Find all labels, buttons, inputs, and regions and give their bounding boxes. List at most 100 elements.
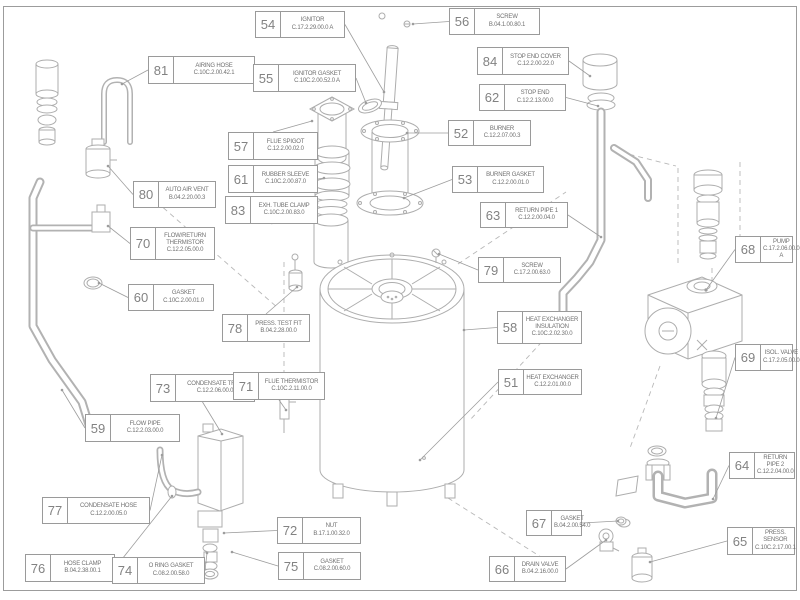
part-name: GASKET bbox=[171, 290, 196, 297]
part-name: STOP END COVER bbox=[510, 53, 561, 60]
leader-dot-53 bbox=[402, 196, 406, 200]
leader-dot-52 bbox=[405, 131, 409, 135]
leader-dot-67 bbox=[616, 519, 620, 523]
leader-dot-56 bbox=[411, 22, 415, 26]
leader-dot-81 bbox=[120, 82, 124, 86]
part-code: C.10C.2.00.52.0 A bbox=[294, 78, 340, 84]
leader-line-65 bbox=[649, 540, 728, 563]
part-code: C.10C.2.00.01.0 bbox=[163, 297, 204, 304]
part-code: C.12.2.07.00.3 bbox=[483, 133, 521, 139]
part-name: PRESS. TEST FIT bbox=[255, 320, 302, 327]
part-number: 61 bbox=[229, 166, 254, 192]
leader-line-69 bbox=[715, 357, 736, 419]
part-name: IGNITOR bbox=[300, 17, 325, 24]
part-number: 81 bbox=[149, 57, 174, 83]
leader-dot-55 bbox=[364, 101, 368, 105]
part-number: 56 bbox=[450, 9, 475, 34]
leader-dot-74 bbox=[205, 551, 209, 555]
part-code: B.17.1.00.32.0 bbox=[313, 530, 350, 537]
part-code: C.10C.2.02.30.0 bbox=[531, 331, 573, 338]
leader-line-73 bbox=[202, 401, 223, 435]
return-pipe-2 bbox=[615, 445, 718, 528]
part-number: 60 bbox=[129, 285, 154, 310]
part-name: RUBBER SLEEVE bbox=[261, 171, 310, 178]
leader-dot-73 bbox=[220, 432, 224, 436]
screw-79 bbox=[431, 248, 441, 263]
part-code: C.12.2.00.04.0 bbox=[518, 215, 555, 221]
pressure-sensor bbox=[631, 547, 653, 583]
part-name: CONDENSATE TRAP bbox=[187, 380, 243, 387]
part-name: GASKET bbox=[320, 558, 344, 565]
part-number: 72 bbox=[278, 518, 303, 543]
isolation-valve-lower bbox=[701, 350, 727, 432]
leader-line-79 bbox=[438, 253, 479, 271]
part-name: SCREW bbox=[496, 14, 518, 21]
leader-dot-66 bbox=[604, 538, 608, 542]
press-test-fit bbox=[288, 253, 303, 292]
leader-line-62 bbox=[565, 97, 599, 107]
part-number: 76 bbox=[26, 555, 51, 581]
leader-line-84 bbox=[568, 60, 591, 77]
leader-dot-77 bbox=[160, 453, 164, 457]
isolation-valve-upper bbox=[693, 169, 723, 260]
leader-line-51 bbox=[419, 381, 499, 461]
leader-line-63 bbox=[567, 214, 602, 238]
leader-line-53 bbox=[403, 179, 453, 199]
part-name: HEAT EXCHANGER bbox=[526, 374, 579, 381]
leader-line-57 bbox=[272, 120, 313, 133]
leader-dot-69 bbox=[714, 416, 718, 420]
leader-dot-54 bbox=[382, 90, 386, 94]
part-code: B.04.2.28.00.0 bbox=[260, 328, 297, 334]
part-code: C.10C.2.17.00.1 bbox=[755, 544, 796, 551]
leader-line-77 bbox=[149, 454, 163, 511]
leader-line-55 bbox=[355, 77, 367, 104]
leader-dot-63 bbox=[599, 235, 603, 239]
stop-end-cover bbox=[582, 53, 618, 91]
part-name: PUMP bbox=[773, 238, 790, 245]
leader-line-54 bbox=[344, 24, 385, 93]
leader-dot-59 bbox=[60, 388, 64, 392]
leader-line-64 bbox=[712, 465, 730, 500]
part-name: AUTO AIR VENT bbox=[165, 187, 209, 194]
leader-line-75 bbox=[231, 551, 279, 567]
leader-line-74 bbox=[204, 552, 208, 571]
part-name: HOSE CLAMP bbox=[63, 560, 102, 567]
drain-valve bbox=[598, 528, 620, 552]
part-name: FLUE SPIGOT bbox=[266, 138, 305, 145]
leader-dot-62 bbox=[596, 104, 600, 108]
leader-dot-68 bbox=[704, 288, 708, 292]
part-code: B.04.2.16.00.0 bbox=[521, 569, 559, 575]
part-number: 64 bbox=[730, 453, 755, 478]
leader-line-60 bbox=[98, 282, 129, 298]
part-number: 84 bbox=[478, 48, 503, 74]
part-name: STOP END bbox=[520, 90, 550, 97]
part-code: C.12.2.00.01.0 bbox=[492, 179, 529, 186]
part-number: 51 bbox=[499, 370, 524, 394]
part-code: C.17.2.06.00.0 A bbox=[763, 245, 800, 260]
